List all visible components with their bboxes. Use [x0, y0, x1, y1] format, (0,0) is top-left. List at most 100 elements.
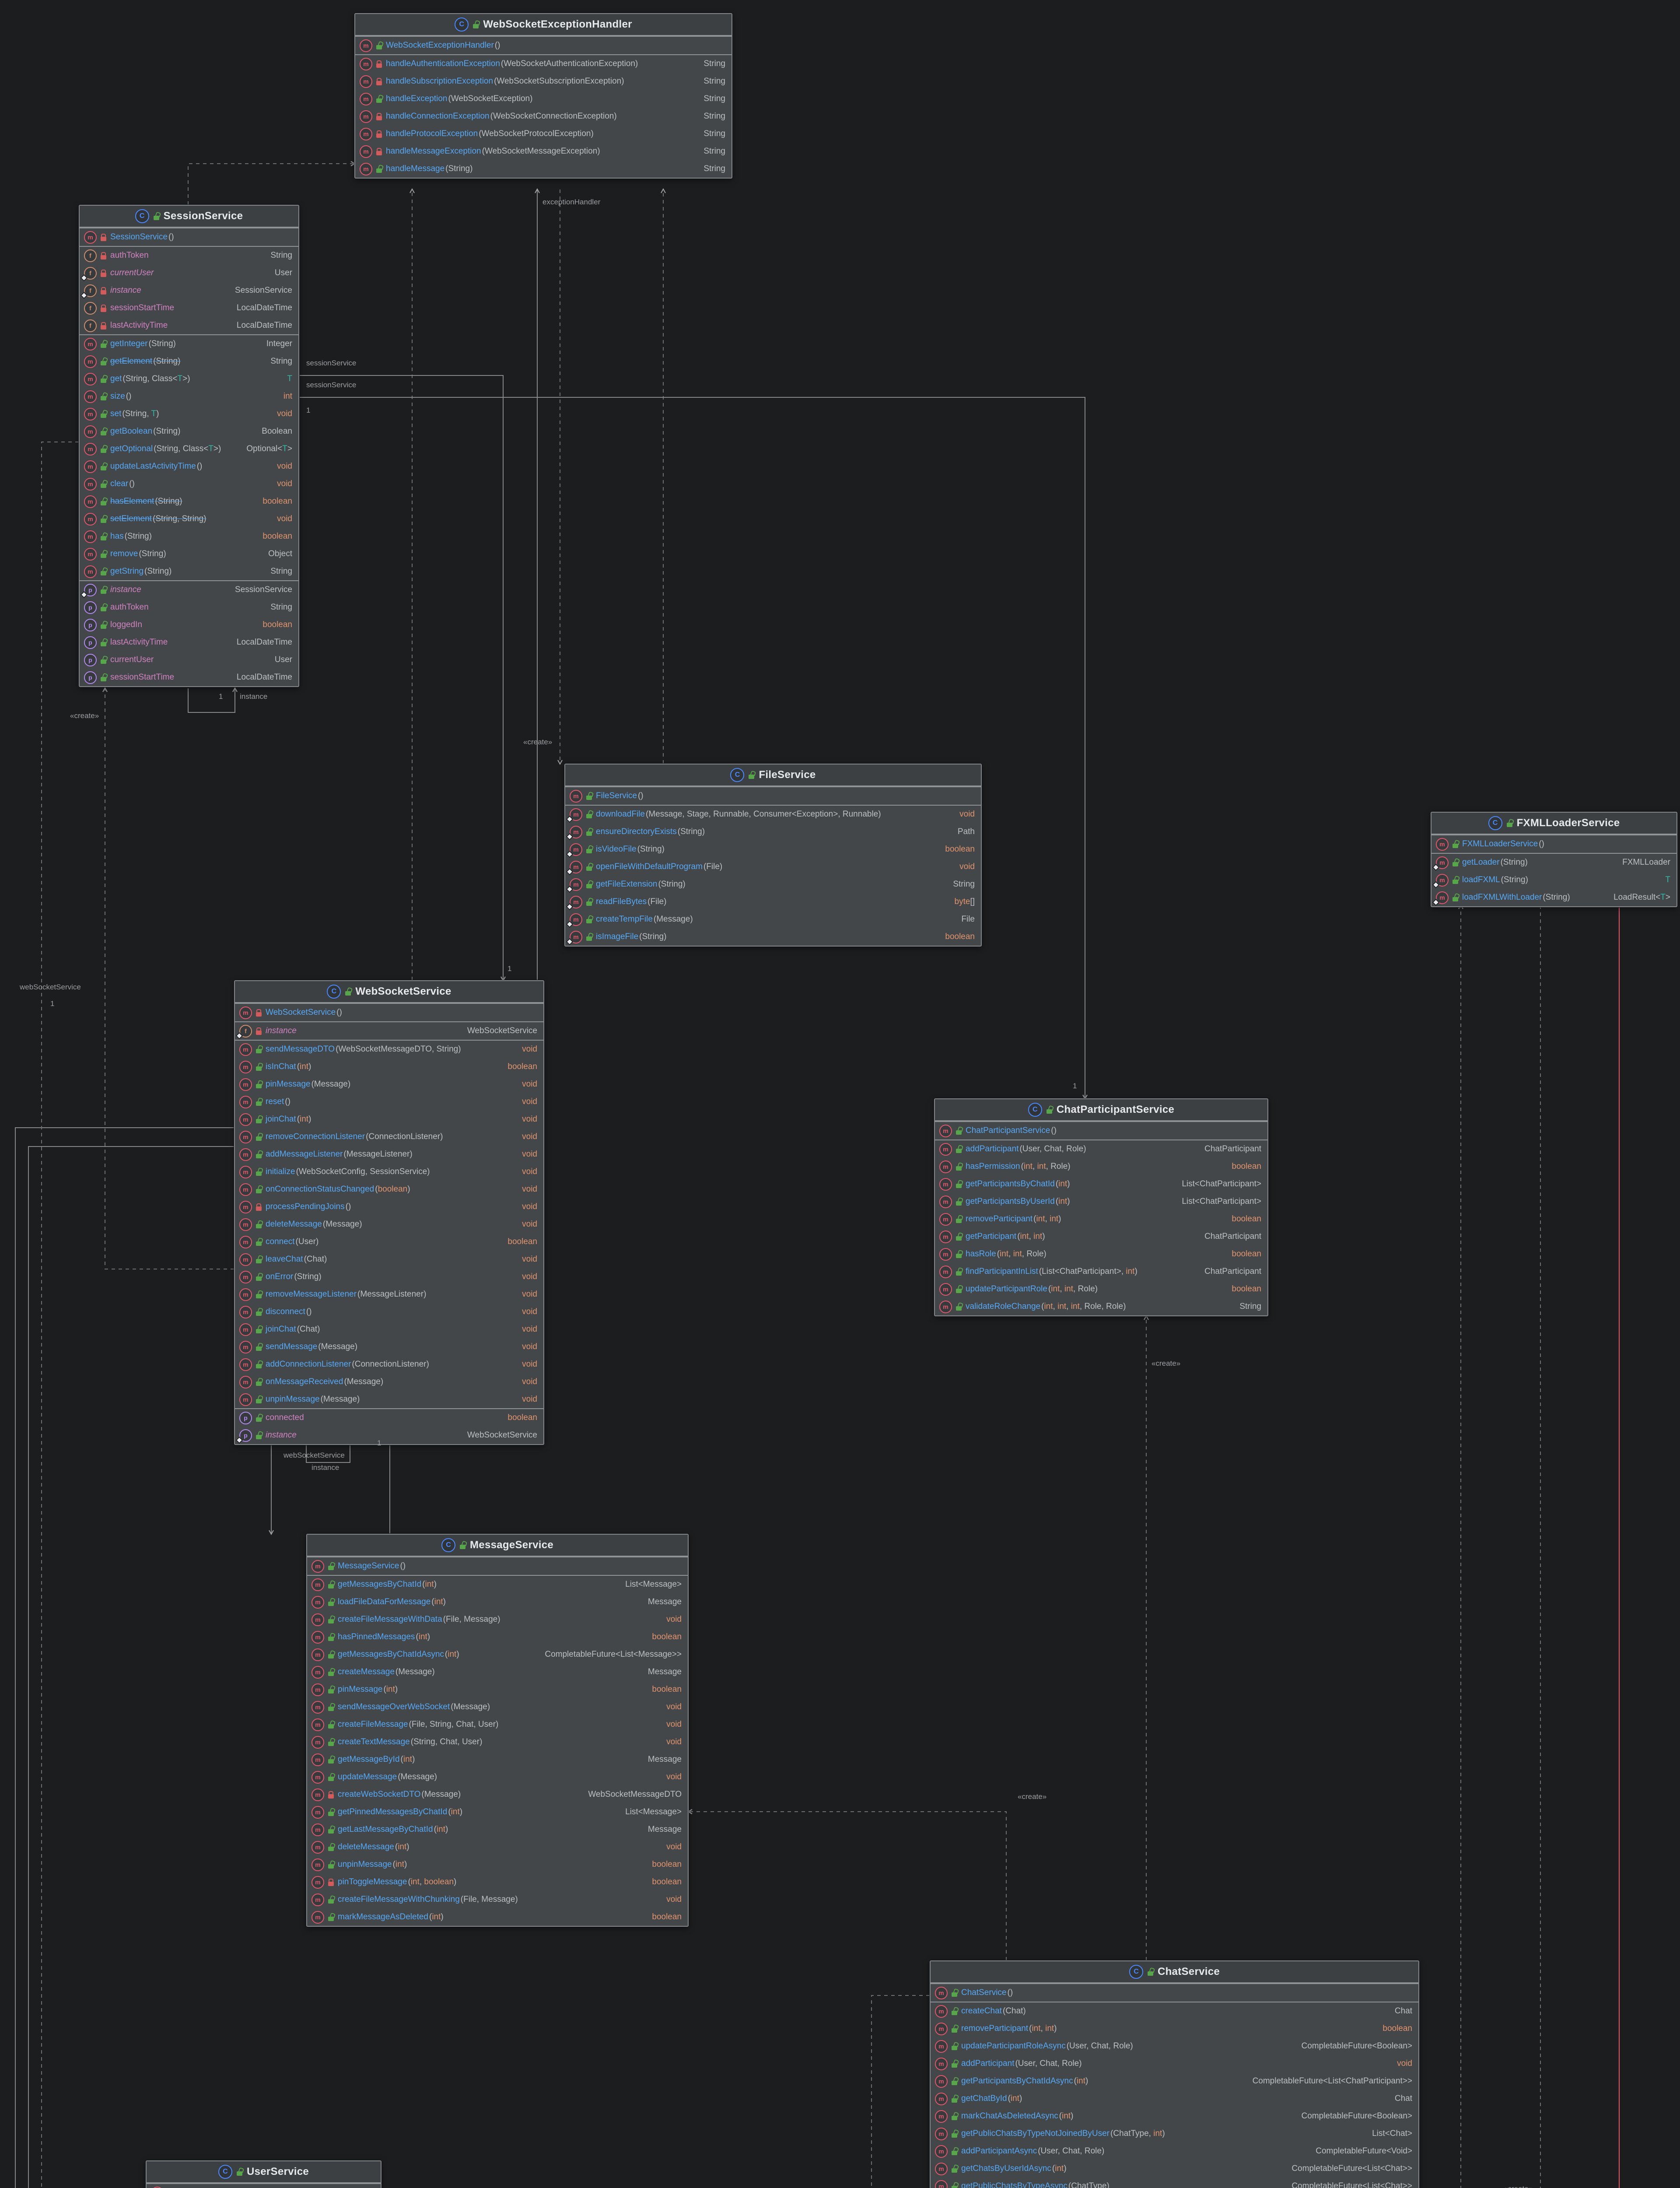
method-row[interactable]: mUserService()	[147, 2184, 381, 2188]
